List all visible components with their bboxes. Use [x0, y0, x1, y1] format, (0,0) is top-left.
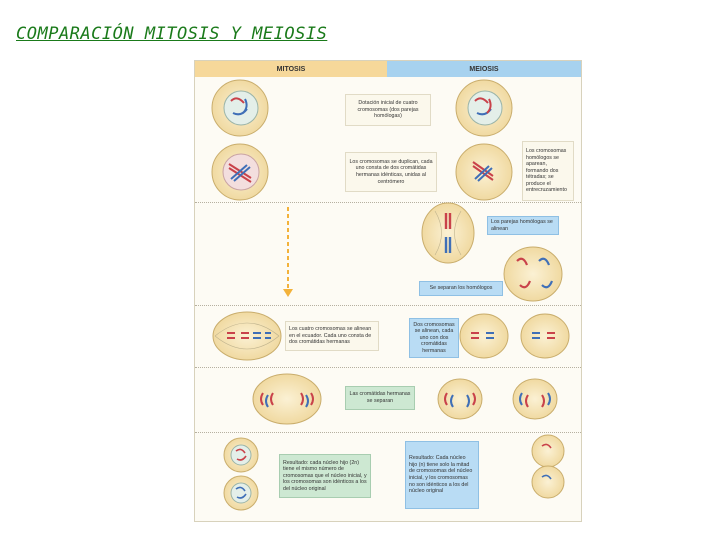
cell-illustrations — [211, 79, 570, 511]
mitosis-metaphase-cell — [212, 311, 282, 361]
meiosis-header: MEIOSIS — [387, 61, 581, 77]
label-cuatro-alinean: Los cuatro cromosomas se alinean en el e… — [285, 321, 379, 351]
meiosis-ii-anaphase-cell-2 — [512, 378, 558, 420]
label-dos-alinean: Dos cromosomas se alinean, cada uno con … — [409, 318, 459, 358]
label-parejas-alinean: Los parejas homólogas se alinean — [487, 216, 559, 235]
meiosis-separation-cell — [503, 246, 563, 302]
mitosis-daughter-cell-1 — [223, 437, 259, 473]
label-homologos-aparean: Los cromosomas homólogos se aparean, for… — [522, 141, 574, 201]
meiosis-ii-anaphase-cell-1 — [437, 378, 483, 420]
stage-divider — [195, 305, 581, 306]
stage-divider — [195, 202, 581, 203]
meiosis-initial-cell — [455, 79, 513, 137]
label-duplican: Los cromosomas se duplican, cada uno con… — [345, 152, 437, 192]
meiosis-daughter-cell-2 — [531, 465, 565, 499]
arrow-head — [283, 289, 293, 297]
comparison-figure: MITOSIS MEIOSIS — [194, 60, 582, 522]
stage-divider — [195, 367, 581, 368]
label-cromatidas-separan: Las cromátidas hermanas se separan — [345, 386, 415, 410]
mitosis-daughter-cell-2 — [223, 475, 259, 511]
mitosis-header: MITOSIS — [195, 61, 387, 77]
meiosis-ii-metaphase-cell-2 — [520, 313, 570, 359]
page-title: COMPARACIÓN MITOSIS Y MEIOSIS — [16, 24, 328, 44]
label-resultado-meiosis: Resultado: Cada núcleo hijo (n) tiene so… — [405, 441, 479, 509]
label-resultado-mitosis: Resultado: cada núcleo hijo (2n) tiene e… — [279, 454, 371, 498]
mitosis-anaphase-cell — [252, 373, 322, 425]
label-separan-homologos: Se separan los homólogos — [419, 281, 503, 296]
mitosis-initial-cell — [211, 79, 269, 137]
meiosis-daughter-cell-1 — [531, 434, 565, 468]
mitosis-duplicated-cell — [211, 143, 269, 201]
label-dotacion: Dotación inicial de cuatro cromosomas (d… — [345, 94, 431, 126]
meiosis-alignment-cell — [421, 202, 475, 264]
meiosis-ii-metaphase-cell-1 — [459, 313, 509, 359]
stage-divider — [195, 432, 581, 433]
meiosis-tetrad-cell — [455, 143, 513, 201]
